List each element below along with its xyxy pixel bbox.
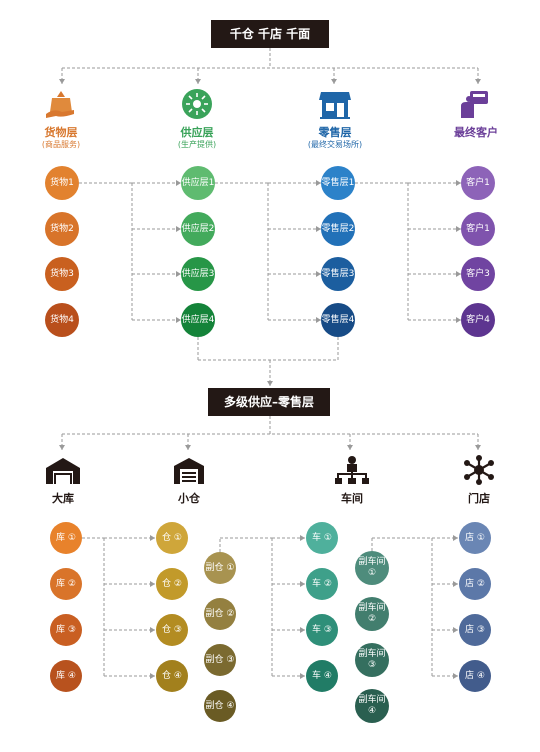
node-sub-workshop-2: 副车间 ②: [355, 597, 389, 631]
arrowhead: [347, 445, 353, 450]
node-customer-2: 客户1: [461, 212, 495, 246]
middle-title: 多级供应–零售层: [208, 388, 330, 416]
arrowhead: [456, 317, 461, 323]
layer-label-workshop: 车间: [341, 492, 363, 505]
arrowhead: [150, 581, 155, 587]
layer-sub-supply: (生产提供): [177, 140, 217, 149]
arrowhead: [300, 673, 305, 679]
node-customer-4: 客户4: [461, 303, 495, 337]
node-big-store-1: 库 ①: [50, 522, 82, 554]
node-goods-2: 货物2: [45, 212, 79, 246]
node-workshop-3: 车 ③: [306, 614, 338, 646]
warehouse-icon: [46, 458, 80, 484]
node-sub-store-3: 副仓 ③: [204, 644, 236, 676]
node-goods-4: 货物4: [45, 303, 79, 337]
node-sub-workshop-1: 副车间 ①: [355, 551, 389, 585]
arrowhead: [59, 79, 65, 84]
shopping-bag-icon: [46, 91, 74, 118]
arrowhead: [150, 627, 155, 633]
node-store-2: 店 ②: [459, 568, 491, 600]
node-big-store-4: 库 ④: [50, 660, 82, 692]
layer-label-small-store: 小仓: [178, 492, 200, 505]
layer-label-supply: 供应层: [180, 126, 214, 139]
arrowhead: [453, 627, 458, 633]
arrowhead: [475, 79, 481, 84]
node-customer-3: 客户3: [461, 257, 495, 291]
arrowhead: [316, 180, 321, 186]
layer-label-goods: 货物层: [44, 126, 78, 139]
node-store-1: 店 ①: [459, 522, 491, 554]
arrowhead: [176, 180, 181, 186]
arrowhead: [456, 180, 461, 186]
node-small-store-3: 仓 ③: [156, 614, 188, 646]
node-big-store-3: 库 ③: [50, 614, 82, 646]
node-small-store-1: 仓 ①: [156, 522, 188, 554]
node-sub-store-1: 副仓 ①: [204, 552, 236, 584]
node-big-store-2: 库 ②: [50, 568, 82, 600]
arrowhead: [300, 627, 305, 633]
node-small-store-2: 仓 ②: [156, 568, 188, 600]
node-sub-store-2: 副仓 ②: [204, 598, 236, 630]
node-retail-4: 零售层4: [321, 303, 355, 337]
arrowhead: [300, 535, 305, 541]
network-icon: [464, 455, 494, 485]
node-supply-4: 供应层4: [181, 303, 215, 337]
layer-label-retail: 零售层: [318, 126, 352, 139]
layer-label-customer: 最终客户: [454, 126, 498, 139]
arrowhead: [456, 271, 461, 277]
org-chart-icon: [335, 456, 369, 484]
arrowhead: [300, 581, 305, 587]
node-goods-3: 货物3: [45, 257, 79, 291]
arrowhead: [185, 445, 191, 450]
arrowhead: [453, 535, 458, 541]
node-workshop-4: 车 ④: [306, 660, 338, 692]
arrowhead: [456, 226, 461, 232]
node-workshop-1: 车 ①: [306, 522, 338, 554]
store-icon: [319, 92, 351, 119]
storage-unit-icon: [174, 458, 204, 484]
layer-sub-goods: (商品服务): [41, 140, 81, 149]
arrowhead: [150, 535, 155, 541]
node-workshop-2: 车 ②: [306, 568, 338, 600]
sun-icon: [182, 89, 212, 119]
node-sub-workshop-3: 副车间 ③: [355, 643, 389, 677]
arrowhead: [316, 271, 321, 277]
arrowhead: [316, 317, 321, 323]
arrowhead: [453, 673, 458, 679]
layer-label-big-store: 大库: [52, 492, 74, 505]
node-store-3: 店 ③: [459, 614, 491, 646]
arrowhead: [453, 581, 458, 587]
node-small-store-4: 仓 ④: [156, 660, 188, 692]
layer-sub-retail: (最终交易场所): [307, 140, 363, 149]
node-supply-2: 供应层2: [181, 212, 215, 246]
arrowhead: [59, 445, 65, 450]
arrowhead: [475, 445, 481, 450]
arrowhead: [267, 381, 273, 386]
node-customer-1: 客户1: [461, 166, 495, 200]
arrowhead: [176, 317, 181, 323]
node-store-4: 店 ④: [459, 660, 491, 692]
node-goods-1: 货物1: [45, 166, 79, 200]
node-retail-2: 零售层2: [321, 212, 355, 246]
node-retail-1: 零售层1: [321, 166, 355, 200]
customer-card-icon: [461, 91, 488, 118]
arrowhead: [331, 79, 337, 84]
layer-label-store: 门店: [468, 492, 490, 505]
arrowhead: [176, 271, 181, 277]
arrowhead: [316, 226, 321, 232]
node-supply-1: 供应层1: [181, 166, 215, 200]
arrowhead: [195, 79, 201, 84]
node-supply-3: 供应层3: [181, 257, 215, 291]
top-title: 千仓 千店 千面: [211, 20, 329, 48]
node-retail-3: 零售层3: [321, 257, 355, 291]
node-sub-store-4: 副仓 ④: [204, 690, 236, 722]
arrowhead: [150, 673, 155, 679]
arrowhead: [176, 226, 181, 232]
node-sub-workshop-4: 副车间 ④: [355, 689, 389, 723]
